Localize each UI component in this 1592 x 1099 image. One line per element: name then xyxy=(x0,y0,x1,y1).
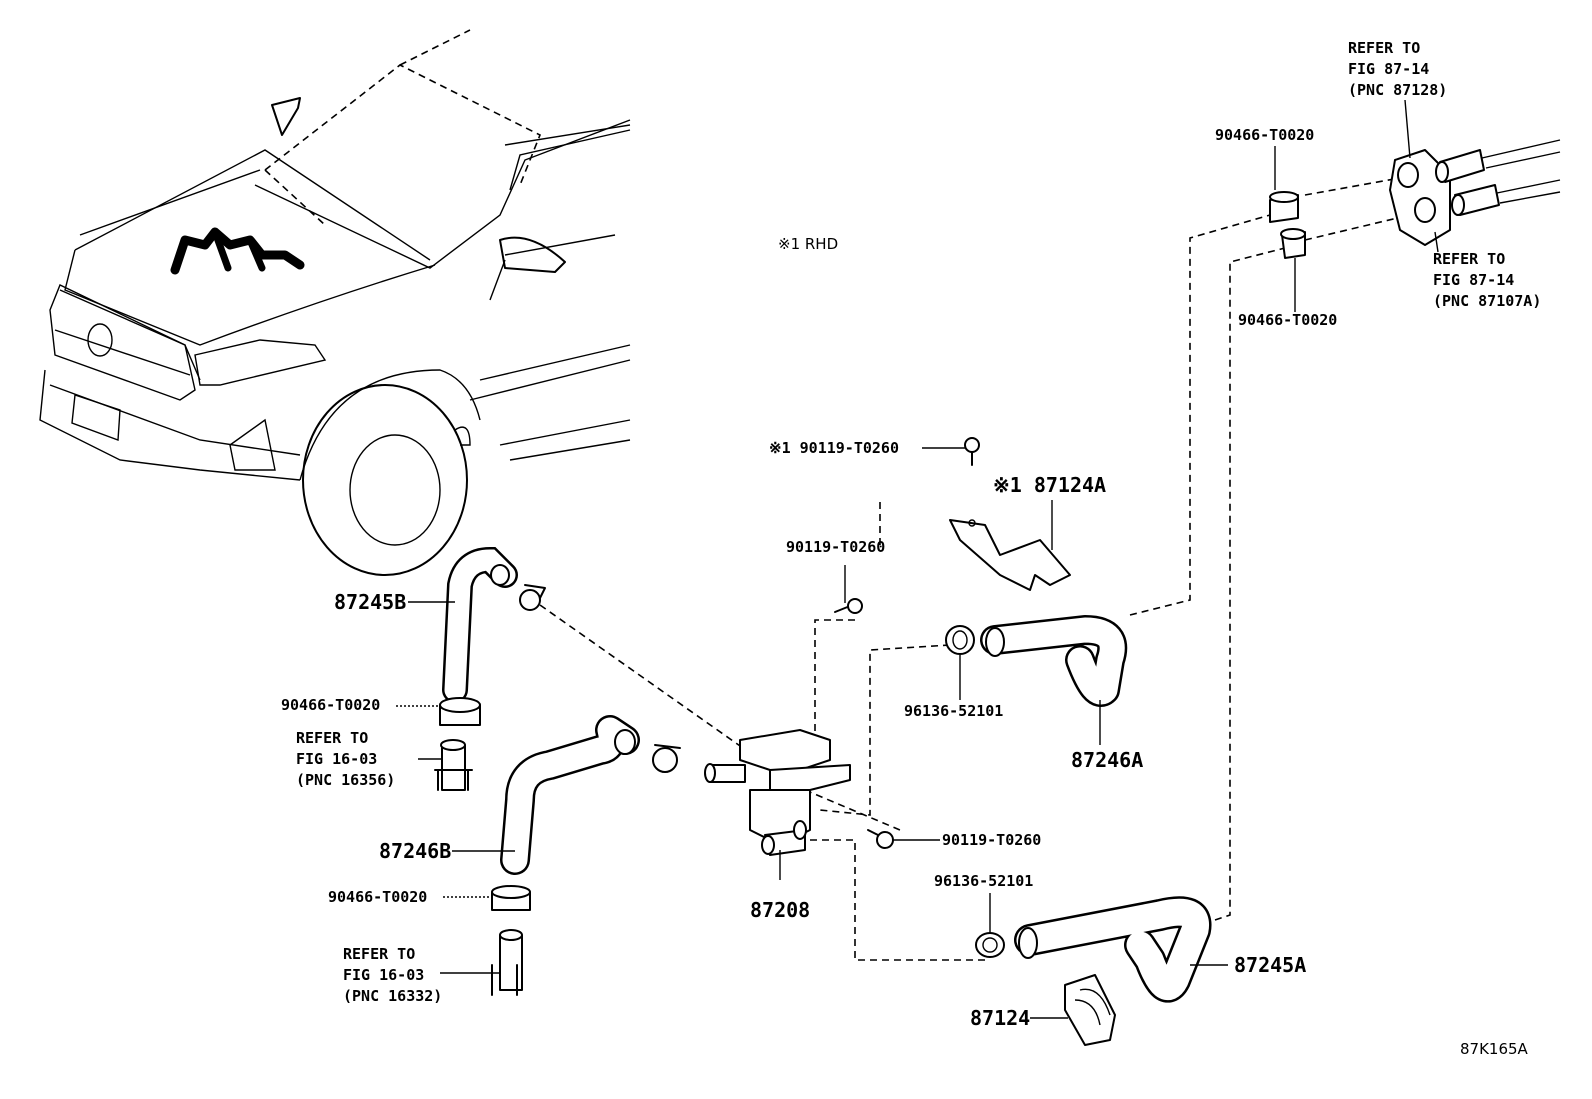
callout-87124[interactable]: 87124 xyxy=(970,1006,1031,1030)
ref-line: REFER TO xyxy=(296,729,369,747)
ref-line: (PNC 16332) xyxy=(343,987,443,1005)
vehicle-illustration xyxy=(39,29,631,576)
bolt-mid xyxy=(834,598,863,614)
ref-line: REFER TO xyxy=(1348,39,1421,57)
hose-87245b xyxy=(442,546,518,703)
callout-87246a[interactable]: 87246A xyxy=(1071,748,1144,772)
ref-line: REFER TO xyxy=(1433,250,1506,268)
diagram-code: 87K165A xyxy=(1460,1040,1528,1058)
ref-line: (PNC 16356) xyxy=(296,771,396,789)
hose-87246a xyxy=(980,615,1128,707)
bracket-87124a xyxy=(949,519,1071,591)
bolt-top xyxy=(964,437,980,466)
clip-left-lower xyxy=(491,885,531,911)
bolt-right xyxy=(867,829,894,849)
hose-87245a xyxy=(1014,896,1212,1003)
callout-bolt-top[interactable]: ※1 90119-T0260 xyxy=(769,439,899,457)
ref-line: FIG 16-03 xyxy=(343,966,425,984)
ref-fig-16-03-a[interactable]: REFER TO FIG 16-03 (PNC 16356) xyxy=(296,728,395,791)
callout-bolt-right[interactable]: 90119-T0260 xyxy=(942,831,1042,849)
ref-line: (PNC 87107A) xyxy=(1433,292,1542,310)
ref-fig-16-03-b[interactable]: REFER TO FIG 16-03 (PNC 16332) xyxy=(343,944,442,1007)
ref-line: FIG 87-14 xyxy=(1433,271,1515,289)
valve-87208 xyxy=(704,729,851,856)
callout-clamp-96136-lower[interactable]: 96136-52101 xyxy=(934,872,1034,890)
clamp-96136-lower xyxy=(975,932,1005,958)
rhd-note: ※1 RHD xyxy=(778,235,839,253)
leader-lines xyxy=(396,99,1439,1019)
ref-line: (PNC 87128) xyxy=(1348,81,1448,99)
ref-line: FIG 16-03 xyxy=(296,750,378,768)
callout-clip-right-lower[interactable]: 90466-T0020 xyxy=(1238,311,1338,329)
callout-clip-left-upper[interactable]: 90466-T0020 xyxy=(281,696,381,714)
callout-87245b[interactable]: 87245B xyxy=(334,590,407,614)
callout-87246b[interactable]: 87246B xyxy=(379,839,452,863)
hose-87246b xyxy=(500,715,640,875)
clamp-96136-upper xyxy=(945,625,975,655)
clamp-small-top xyxy=(519,584,546,611)
heater-flange xyxy=(1389,139,1561,246)
ref-line: REFER TO xyxy=(343,945,416,963)
clip-left-upper xyxy=(439,697,481,726)
callout-87208[interactable]: 87208 xyxy=(750,898,811,922)
assembly-dashed-lines xyxy=(539,177,1411,961)
clip-top-right xyxy=(1269,191,1299,223)
callout-clamp-96136-upper[interactable]: 96136-52101 xyxy=(904,702,1004,720)
clip-right-lower xyxy=(1280,228,1306,259)
ref-fig-87-14-b[interactable]: REFER TO FIG 87-14 (PNC 87107A) xyxy=(1433,249,1541,312)
pipe-fig16-03-a xyxy=(434,739,473,791)
ref-line: FIG 87-14 xyxy=(1348,60,1430,78)
callout-clip-left-lower[interactable]: 90466-T0020 xyxy=(328,888,428,906)
callout-87124a[interactable]: ※1 87124A xyxy=(993,473,1107,497)
callout-87245a[interactable]: 87245A xyxy=(1234,953,1307,977)
ref-fig-87-14-a[interactable]: REFER TO FIG 87-14 (PNC 87128) xyxy=(1348,38,1447,101)
callout-bolt-mid[interactable]: 90119-T0260 xyxy=(786,538,886,556)
callout-clip-top-right[interactable]: 90466-T0020 xyxy=(1215,126,1315,144)
clamp-left-mid xyxy=(652,744,681,773)
bracket-87124 xyxy=(1064,974,1116,1046)
pipe-fig16-03-b xyxy=(491,929,523,996)
